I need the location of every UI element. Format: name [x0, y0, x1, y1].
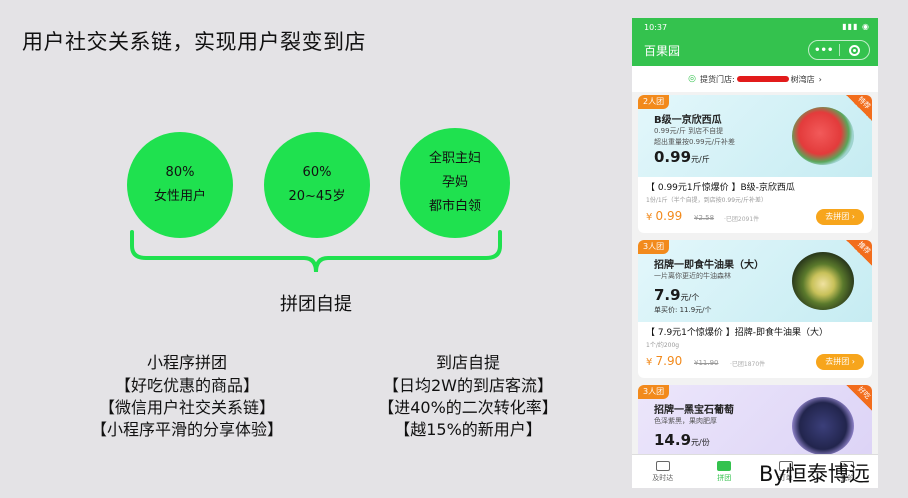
single-buy-price: 单买价: 11.9元/个: [654, 306, 712, 314]
bag-icon: [717, 460, 732, 471]
curly-brace: [130, 230, 502, 273]
watermelon-image: [792, 107, 854, 165]
product-title: 【 0.99元1斤惊爆价 】B级-京欣西瓜: [646, 183, 795, 193]
sold-count: ·已团1870件: [730, 361, 766, 368]
miniprogram-capsule[interactable]: •••: [808, 40, 870, 60]
price-row: ¥ 0.99 ¥2.58 ·已团2091件 去拼团 ›: [646, 207, 864, 227]
banner-price: 7.9元/个: [654, 286, 700, 304]
order-icon: [778, 460, 793, 471]
banner-title: 招牌一黑宝石葡萄: [654, 405, 734, 416]
circle-line: 都市白领: [428, 199, 481, 214]
grape-image: [792, 397, 854, 455]
list-item: 【小程序平滑的分享体验】: [90, 420, 283, 439]
phone-screenshot: 10:37 ▮▮▮ ◉ 百果园 ••• ◎ 提货门店: 树湾店 › 2人团 特荐…: [632, 18, 878, 488]
product-title: 【 7.9元1个惊爆价 】招牌-即食牛油果（大）: [646, 328, 829, 338]
chevron-right-icon: ›: [818, 74, 822, 84]
group-price: ¥ 7.90: [646, 354, 683, 368]
list-heading: 小程序拼团: [146, 353, 227, 372]
join-group-button[interactable]: 去拼团 ›: [816, 354, 864, 370]
truck-icon: [655, 460, 670, 471]
corner-badge: 好吃: [846, 385, 872, 411]
product-banner[interactable]: 3人团 推荐 招牌一即食牛油果（大） 一片离你更近的牛油森林 7.9元/个 单买…: [638, 240, 872, 322]
list-item: 【微信用户社交关系链】: [98, 398, 275, 417]
product-spec: 1个/约200g: [646, 342, 680, 349]
price-row: ¥ 7.90 ¥11.90 ·已团1870件 去拼团 ›: [646, 352, 864, 372]
author-credit: By恒泰博远: [759, 462, 870, 486]
tab-instant-delivery[interactable]: 及时达: [632, 455, 694, 488]
circle-line: 孕妈: [441, 175, 468, 190]
group-size-badge: 2人团: [638, 95, 670, 109]
circle-line: 60%: [302, 165, 332, 180]
feature-list-miniprogram: 小程序拼团 【好吃优惠的商品】 【微信用户社交关系链】 【小程序平滑的分享体验】: [62, 352, 312, 441]
status-icons: ▮▮▮ ◉: [842, 22, 870, 31]
circle-line: 20~45岁: [288, 189, 346, 204]
banner-title: B级一京欣西瓜: [654, 115, 722, 126]
close-miniprogram-icon[interactable]: [840, 44, 870, 56]
tab-group-buy[interactable]: 拼团: [694, 455, 756, 488]
corner-badge: 推荐: [846, 240, 872, 266]
list-item: 【好吃优惠的商品】: [114, 376, 259, 395]
store-selector[interactable]: ◎ 提货门店: 树湾店 ›: [632, 66, 878, 92]
original-price: ¥11.90: [694, 359, 719, 367]
redacted-store-name: [736, 76, 789, 82]
product-info: 【 0.99元1斤惊爆价 】B级-京欣西瓜 1份/1斤（半个自提，到店按0.99…: [638, 177, 872, 230]
list-item: 【进40%的二次转化率】: [378, 398, 558, 417]
capsule-divider: [838, 44, 840, 56]
feature-list-pickup: 到店自提 【日均2W的到店客流】 【进40%的二次转化率】 【越15%的新用户】: [360, 352, 576, 441]
store-suffix: 树湾店: [790, 74, 815, 84]
original-price: ¥2.58: [694, 214, 715, 222]
list-item: 【越15%的新用户】: [394, 420, 542, 439]
product-card[interactable]: 3人团 推荐 招牌一即食牛油果（大） 一片离你更近的牛油森林 7.9元/个 单买…: [638, 240, 872, 378]
bottom-tab-bar: 及时达 拼团 订单 我的: [632, 454, 878, 488]
user-icon: [840, 460, 855, 471]
product-card[interactable]: 2人团 特荐 B级一京欣西瓜 0.99元/斤 到店不自提 超出重量按0.99元/…: [638, 95, 872, 233]
product-banner[interactable]: 3人团 好吃 招牌一黑宝石葡萄 色泽紫黑，果肉肥厚 14.9元/份: [638, 385, 872, 467]
app-title: 百果园: [644, 44, 681, 58]
store-prefix: 提货门店:: [699, 74, 735, 84]
list-item: 【日均2W的到店客流】: [382, 376, 553, 395]
banner-subtitle: 一片离你更近的牛油森林: [654, 272, 731, 280]
more-icon[interactable]: •••: [814, 44, 834, 56]
app-header: 10:37 ▮▮▮ ◉ 百果园 •••: [632, 18, 878, 66]
group-size-badge: 3人团: [638, 240, 670, 254]
circle-line: 80%: [165, 165, 195, 180]
banner-title: 招牌一即食牛油果（大）: [654, 260, 764, 271]
avocado-image: [792, 252, 854, 310]
brace-label: 拼团自提: [280, 294, 352, 315]
banner-price: 0.99元/斤: [654, 148, 710, 166]
join-group-button[interactable]: 去拼团 ›: [816, 209, 864, 225]
banner-subtitle: 色泽紫黑，果肉肥厚: [654, 417, 717, 425]
group-price: ¥ 0.99: [646, 209, 683, 223]
group-size-badge: 3人团: [638, 385, 670, 399]
circle-line: 女性用户: [153, 189, 206, 204]
status-time: 10:37: [644, 23, 668, 32]
product-info: 【 7.9元1个惊爆价 】招牌-即食牛油果（大） 1个/约200g ¥ 7.90…: [638, 322, 872, 375]
location-pin-icon: ◎: [688, 74, 696, 84]
circle-line: 全职主妇: [428, 151, 481, 166]
stat-circle-age: 60% 20~45岁: [264, 132, 370, 238]
slide-title: 用户社交关系链，实现用户裂变到店: [22, 30, 366, 54]
stat-circle-occupation: 全职主妇 孕妈 都市白领: [400, 128, 510, 238]
banner-subtitle: 0.99元/斤 到店不自提 超出重量按0.99元/斤补差: [654, 127, 735, 146]
product-spec: 1份/1斤（半个自提，到店按0.99元/斤补差）: [646, 197, 768, 204]
corner-badge: 特荐: [846, 95, 872, 121]
product-banner[interactable]: 2人团 特荐 B级一京欣西瓜 0.99元/斤 到店不自提 超出重量按0.99元/…: [638, 95, 872, 177]
banner-price: 14.9元/份: [654, 431, 710, 449]
tab-profile[interactable]: 我的: [817, 455, 879, 488]
sold-count: ·已团2091件: [724, 216, 760, 223]
list-heading: 到店自提: [435, 353, 500, 372]
stat-circle-female: 80% 女性用户: [127, 132, 233, 238]
tab-orders[interactable]: 订单: [755, 455, 817, 488]
